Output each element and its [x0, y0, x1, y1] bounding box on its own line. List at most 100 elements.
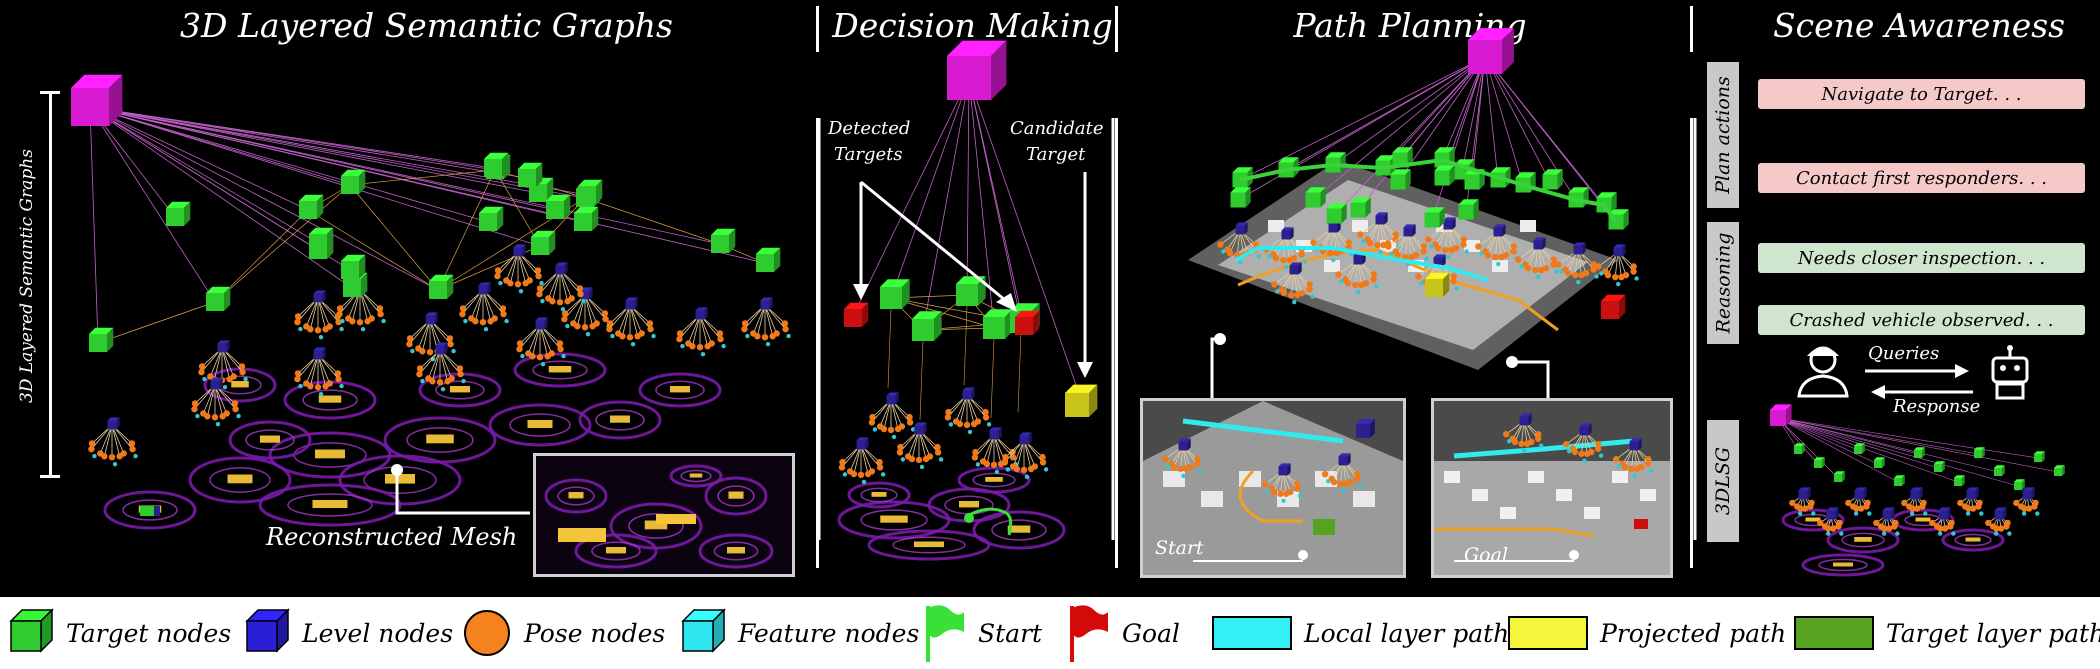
pose-node	[685, 340, 692, 347]
pose-node	[601, 310, 609, 317]
level-node-side-face	[1528, 413, 1532, 426]
pose-node	[970, 420, 978, 428]
inset-goal-dot	[1569, 550, 1579, 560]
inset-start-dot	[1298, 550, 1308, 560]
pose-node	[1380, 241, 1387, 249]
target-node-side-face	[1405, 169, 1411, 190]
target-node-top-face	[546, 194, 571, 201]
target-node-front-face	[1424, 212, 1440, 228]
pose-edge	[883, 399, 892, 430]
pose-node	[1353, 475, 1361, 482]
cube-front-face	[246, 620, 278, 652]
feature-node	[463, 318, 468, 324]
target-node-front-face	[166, 208, 184, 226]
pose-node	[868, 419, 876, 426]
inset-start-flag	[1313, 519, 1335, 535]
target-node-top-face	[578, 179, 603, 186]
level-node-side-face	[769, 297, 773, 310]
pose-edge	[207, 384, 216, 417]
target-edge	[584, 197, 721, 245]
top-edge	[89, 106, 351, 271]
pose-node	[896, 449, 904, 456]
level-node-side-face	[1412, 224, 1416, 237]
target-node-side-face	[1611, 192, 1617, 213]
top-edge	[89, 106, 439, 291]
pose-node	[1270, 251, 1277, 258]
mesh-object	[871, 492, 887, 497]
pose-edge	[310, 354, 319, 387]
feature-node	[1616, 463, 1622, 469]
level-node	[313, 290, 326, 303]
pose-node	[1277, 490, 1284, 497]
level-node	[625, 297, 638, 310]
pose-node	[129, 445, 136, 453]
red-flag-icon	[1070, 605, 1108, 662]
pose-node	[1538, 266, 1545, 274]
legend-label: Level nodes	[302, 618, 454, 648]
level-node-top-face	[1281, 227, 1294, 231]
mesh-object	[689, 473, 703, 478]
target-node-front-face	[912, 319, 934, 341]
target-node-side-face	[1449, 165, 1455, 186]
pose-node	[934, 443, 941, 451]
target-node-front-face	[2014, 482, 2022, 490]
mesh-contour	[302, 389, 358, 411]
pose-node	[1578, 271, 1585, 279]
level-node-front-face	[1533, 240, 1543, 250]
pose-node	[741, 325, 748, 333]
pose-node	[416, 365, 424, 372]
pose-node	[456, 365, 464, 372]
target-node-front-face	[711, 235, 729, 253]
top-edge	[89, 106, 216, 303]
target-node-front-face	[479, 213, 497, 231]
level-node-top-face	[1533, 237, 1546, 241]
level-node-side-face	[1807, 487, 1811, 500]
target-node	[1434, 165, 1455, 186]
pose-node	[426, 349, 434, 356]
candidate-target-label-line1: Candidate	[1010, 118, 1104, 139]
pose-node	[1224, 246, 1231, 253]
start-path	[968, 507, 1013, 536]
mesh-region	[513, 352, 607, 388]
level-node	[535, 317, 548, 330]
level-node	[1826, 507, 1839, 520]
pose-edge	[214, 384, 223, 417]
level-node-front-face	[1375, 215, 1385, 225]
level-node-front-face	[989, 430, 999, 440]
feature-node	[919, 464, 925, 470]
layered-graph-panel	[71, 74, 791, 530]
feature-node	[504, 318, 509, 324]
pose-node	[1628, 465, 1635, 472]
level-node-side-face	[487, 282, 491, 295]
target-node-top-face	[2014, 479, 2025, 482]
pose-node	[1989, 523, 1997, 530]
target-node-side-face	[1473, 199, 1479, 220]
target-node-top-face	[1434, 165, 1455, 171]
pose-node	[2025, 505, 2033, 512]
start-pointer-line	[1210, 337, 1220, 400]
pose-node	[557, 345, 564, 353]
pose-node	[1793, 503, 1801, 510]
pose-edge	[305, 354, 319, 384]
target-node	[1954, 475, 1965, 486]
target-node-front-face	[1914, 450, 1922, 458]
feature-node	[1181, 473, 1186, 478]
pose-node	[1630, 268, 1637, 275]
level-node-top-face	[1289, 262, 1302, 266]
level-node-front-face	[1338, 456, 1348, 466]
inset-furniture	[1584, 507, 1600, 519]
pose-node	[1535, 430, 1542, 438]
feature-node	[381, 318, 386, 324]
pose-node	[717, 335, 724, 343]
pose-node	[468, 315, 475, 322]
level-node	[513, 244, 526, 257]
mesh-object	[227, 474, 253, 484]
level-node	[1573, 242, 1586, 255]
target-node-top-face	[484, 152, 509, 159]
inset-furniture	[1500, 507, 1516, 519]
level-node-side-face	[1588, 423, 1592, 436]
pose-node	[1217, 241, 1224, 248]
mesh-object	[880, 515, 908, 523]
pose-node	[406, 340, 413, 348]
level-node-side-face	[1287, 463, 1291, 476]
